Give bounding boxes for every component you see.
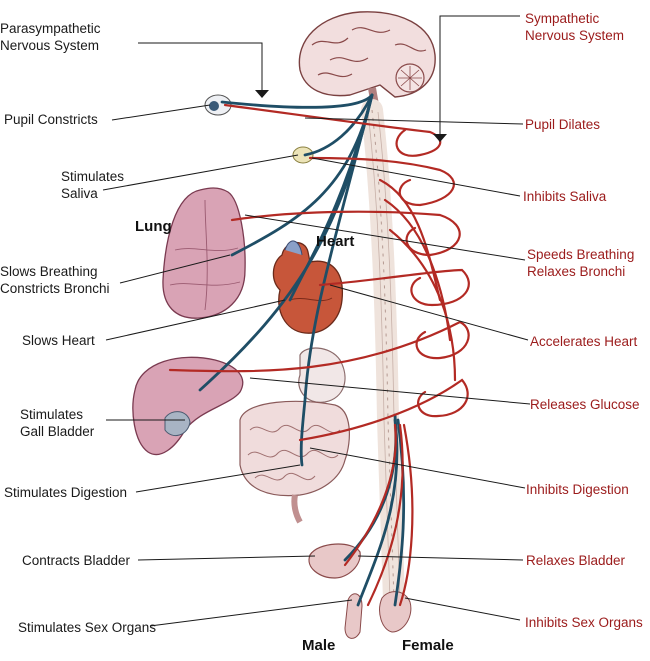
sympathetic-nerves <box>168 103 470 607</box>
organ-label-male: Male <box>302 637 336 654</box>
label-slows-breathing: Slows Breathing Constricts Bronchi <box>0 264 110 296</box>
bladder <box>308 543 361 579</box>
label-contracts-bladder: Contracts Bladder <box>22 553 131 568</box>
organ-label-female: Female <box>402 637 454 654</box>
label-slows-heart: Slows Heart <box>22 333 95 348</box>
stomach <box>298 347 346 403</box>
label-parasympathetic-system: Parasympathetic Nervous System <box>0 21 101 53</box>
label-stimulates-sex-organs: Stimulates Sex Organs <box>18 620 157 635</box>
organ-label-lung: Lung <box>135 218 172 235</box>
leader-lines <box>102 15 531 627</box>
intestines <box>239 400 350 524</box>
lung <box>162 187 246 319</box>
label-accelerates-heart: Accelerates Heart <box>530 334 638 349</box>
salivary-gland <box>292 146 314 164</box>
label-stimulates-gall-bladder: Stimulates Gall Bladder <box>20 407 95 439</box>
label-relaxes-bladder: Relaxes Bladder <box>526 553 626 568</box>
label-sympathetic-system: Sympathetic Nervous System <box>525 11 625 43</box>
label-inhibits-digestion: Inhibits Digestion <box>526 482 629 497</box>
organ-label-heart: Heart <box>316 233 355 250</box>
eye <box>204 94 232 116</box>
label-pupil-constricts: Pupil Constricts <box>4 112 98 127</box>
liver <box>132 356 244 456</box>
brain <box>298 11 436 121</box>
label-inhibits-sex-organs: Inhibits Sex Organs <box>525 615 643 630</box>
label-releases-glucose: Releases Glucose <box>530 397 640 412</box>
label-inhibits-saliva: Inhibits Saliva <box>523 189 607 204</box>
heart <box>272 240 344 334</box>
label-pupil-dilates: Pupil Dilates <box>525 117 601 132</box>
label-speeds-breathing: Speeds Breathing Relaxes Bronchi <box>527 247 635 279</box>
label-stimulates-saliva: Stimulates Saliva <box>61 169 125 201</box>
label-stimulates-digestion: Stimulates Digestion <box>4 485 128 500</box>
spinal-column <box>361 99 405 611</box>
